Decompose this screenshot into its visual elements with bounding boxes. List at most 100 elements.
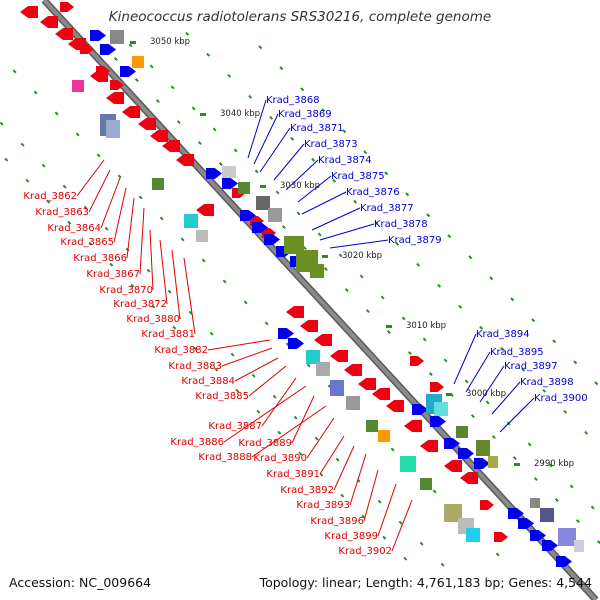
tick-mark: [277, 430, 282, 435]
reverse-label-leader: [76, 159, 105, 197]
reverse-gene-label: Krad_3881: [141, 329, 195, 340]
tick-mark: [302, 246, 307, 251]
tick-mark: [134, 78, 139, 83]
gene-arrow: [106, 92, 124, 104]
tick-mark: [167, 289, 172, 294]
tick-mark: [138, 195, 143, 200]
gene-arrow: [286, 306, 304, 318]
tick-mark: [293, 415, 298, 420]
gene-arrow: [494, 532, 508, 542]
kbp-tick: [322, 255, 328, 258]
reverse-label-leader: [149, 229, 154, 291]
gene-box: [366, 420, 378, 432]
gene-arrow: [40, 16, 58, 28]
reverse-gene-label: Krad_3866: [73, 253, 127, 264]
forward-label-leader: [479, 365, 505, 403]
gene-box: [476, 440, 490, 456]
kbp-label: 3040 kbp: [220, 109, 260, 119]
tick-mark: [54, 111, 59, 116]
forward-gene-label: Krad_3898: [520, 377, 574, 388]
tick-mark: [344, 288, 349, 293]
kbp-label: 3020 kbp: [342, 251, 382, 261]
reverse-label-layer: Krad_3862Krad_3863Krad_3864Krad_3865Krad…: [23, 159, 413, 557]
gene-arrow: [404, 420, 422, 432]
gene-arrow: [460, 472, 478, 484]
tick-mark: [214, 367, 219, 372]
reverse-gene-label: Krad_3865: [60, 237, 114, 248]
tick-mark: [495, 552, 500, 557]
tick-mark: [104, 226, 109, 231]
reverse-gene-label: Krad_3885: [195, 391, 249, 402]
tick-mark: [554, 498, 559, 503]
tick-mark: [374, 220, 379, 225]
tick-mark: [510, 297, 515, 302]
reverse-gene-label: Krad_3862: [23, 191, 77, 202]
gene-box: [456, 426, 468, 438]
gene-arrow: [372, 388, 390, 400]
gene-box: [330, 380, 344, 396]
topology-text: Topology: linear; Length: 4,761,183 bp; …: [259, 575, 592, 590]
tick-mark: [227, 73, 232, 78]
forward-label-leader: [491, 381, 521, 415]
tick-mark: [458, 304, 463, 309]
tick-mark: [88, 241, 93, 246]
gene-box: [310, 264, 324, 278]
tick-mark: [128, 43, 133, 48]
gene-box: [184, 214, 198, 228]
kbp-label: 3050 kbp: [150, 37, 190, 47]
forward-gene-label: Krad_3877: [360, 203, 414, 214]
reverse-label-leader: [207, 339, 271, 351]
tick-mark: [426, 213, 431, 218]
gene-arrow: [196, 204, 214, 216]
gene-box: [284, 236, 304, 254]
tick-mark: [395, 241, 400, 246]
tick-mark: [130, 283, 135, 288]
gene-box: [434, 402, 448, 416]
tick-mark: [377, 499, 382, 504]
forward-gene-label: Krad_3868: [266, 95, 320, 106]
tick-mark: [62, 184, 67, 189]
tick-mark: [248, 94, 253, 99]
tick-mark: [542, 388, 547, 393]
tick-mark: [300, 87, 305, 92]
tick-mark: [422, 337, 427, 342]
gene-box: [444, 504, 462, 522]
tick-mark: [33, 90, 38, 95]
forward-gene-label: Krad_3871: [290, 123, 344, 134]
tick-mark: [470, 414, 475, 419]
forward-label-leader: [499, 397, 535, 433]
gene-box: [196, 230, 208, 242]
tick-mark: [552, 339, 557, 344]
tick-mark: [428, 372, 433, 377]
forward-gene-label: Krad_3876: [346, 187, 400, 198]
kbp-tick: [130, 41, 136, 44]
reverse-label-leader: [113, 187, 127, 243]
forward-label-leader: [465, 351, 491, 393]
reverse-label-leader: [100, 177, 121, 229]
gene-arrow: [162, 140, 180, 152]
tick-mark: [380, 295, 385, 300]
tick-mark: [491, 435, 496, 440]
forward-gene-label: Krad_3875: [331, 171, 385, 182]
forward-gene-label: Krad_3873: [304, 139, 358, 150]
reverse-label-leader: [159, 239, 168, 305]
gene-box: [558, 528, 576, 546]
tick-mark: [269, 115, 274, 120]
feature-layer: [20, 2, 584, 567]
gene-arrow: [386, 400, 404, 412]
tick-mark: [235, 388, 240, 393]
map-title: Kineococcus radiotolerans SRS30216, comp…: [108, 9, 492, 25]
genome-backbone: [41, 0, 599, 600]
tick-mark: [251, 373, 256, 378]
tick-mark: [191, 106, 196, 111]
kbp-tick: [514, 463, 520, 466]
kbp-tick: [200, 113, 206, 116]
reverse-label-leader: [251, 405, 327, 458]
gene-arrow: [252, 222, 268, 233]
tick-mark: [83, 205, 88, 210]
tick-mark: [531, 318, 536, 323]
tick-mark: [176, 120, 181, 125]
reverse-gene-label: Krad_3887: [208, 421, 262, 432]
reverse-gene-label: Krad_3872: [113, 299, 167, 310]
gene-arrow: [122, 106, 140, 118]
